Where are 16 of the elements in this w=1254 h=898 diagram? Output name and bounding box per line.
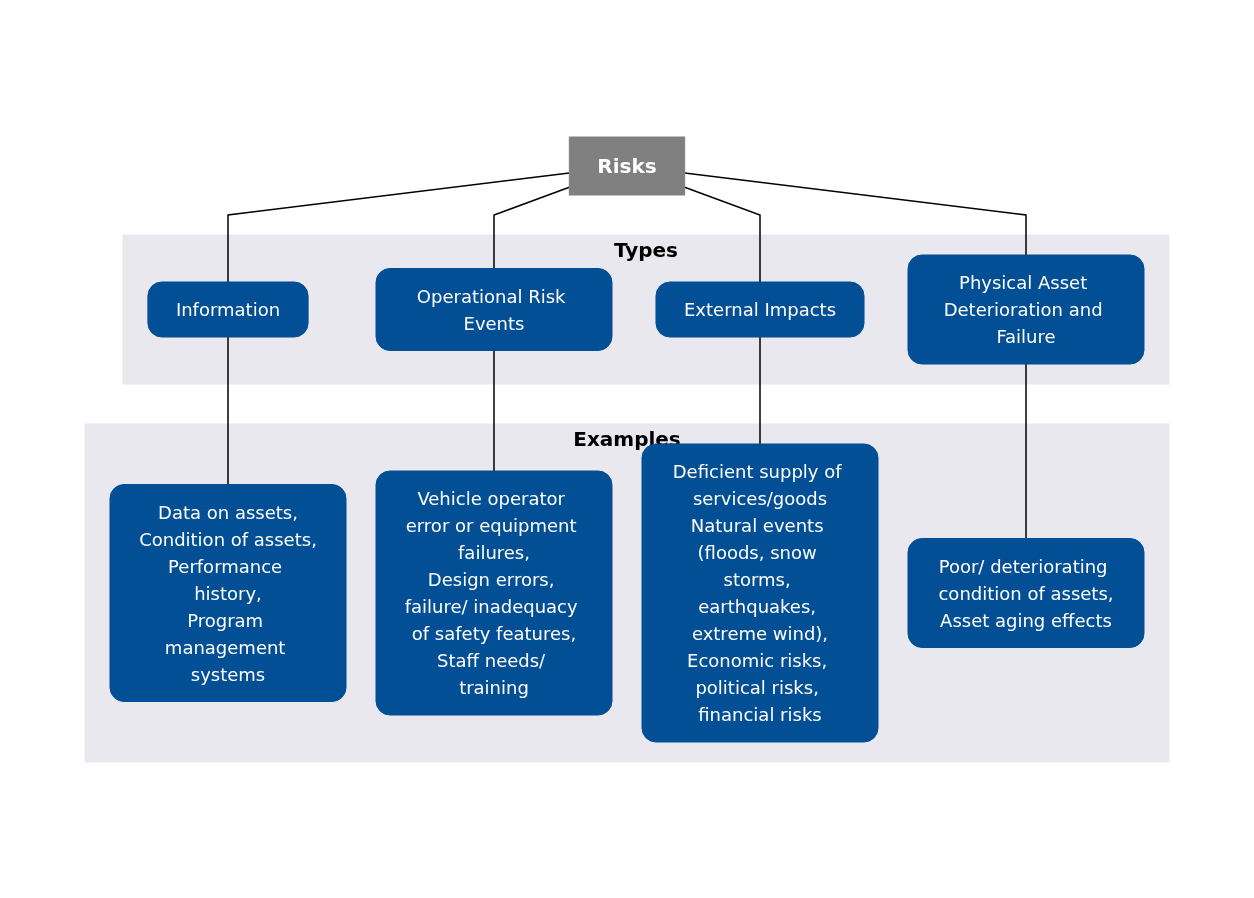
node-box: Information [147,281,309,337]
node-box: Physical Asset Deterioration and Failure [907,254,1145,364]
connector [227,335,229,485]
connector [1025,362,1027,539]
node-box: Risks [568,136,686,195]
connector [683,171,1027,256]
connector [683,186,761,283]
node-box: Poor/ deteriorating condition of assets, Asset aging effects [907,537,1145,648]
node-box: Operational Risk Events [375,267,613,351]
node-box: Vehicle operator error or equipment failures, Design errors, failure/ inadequacy of safety features, Staff needs/ training [375,470,613,715]
node-box: External Impacts [655,281,865,337]
connector [227,171,571,283]
connector [493,186,571,269]
connector [493,349,495,472]
connector [759,335,761,445]
node-box: Data on assets, Condition of assets, Performance history, Program management systems [109,483,347,702]
